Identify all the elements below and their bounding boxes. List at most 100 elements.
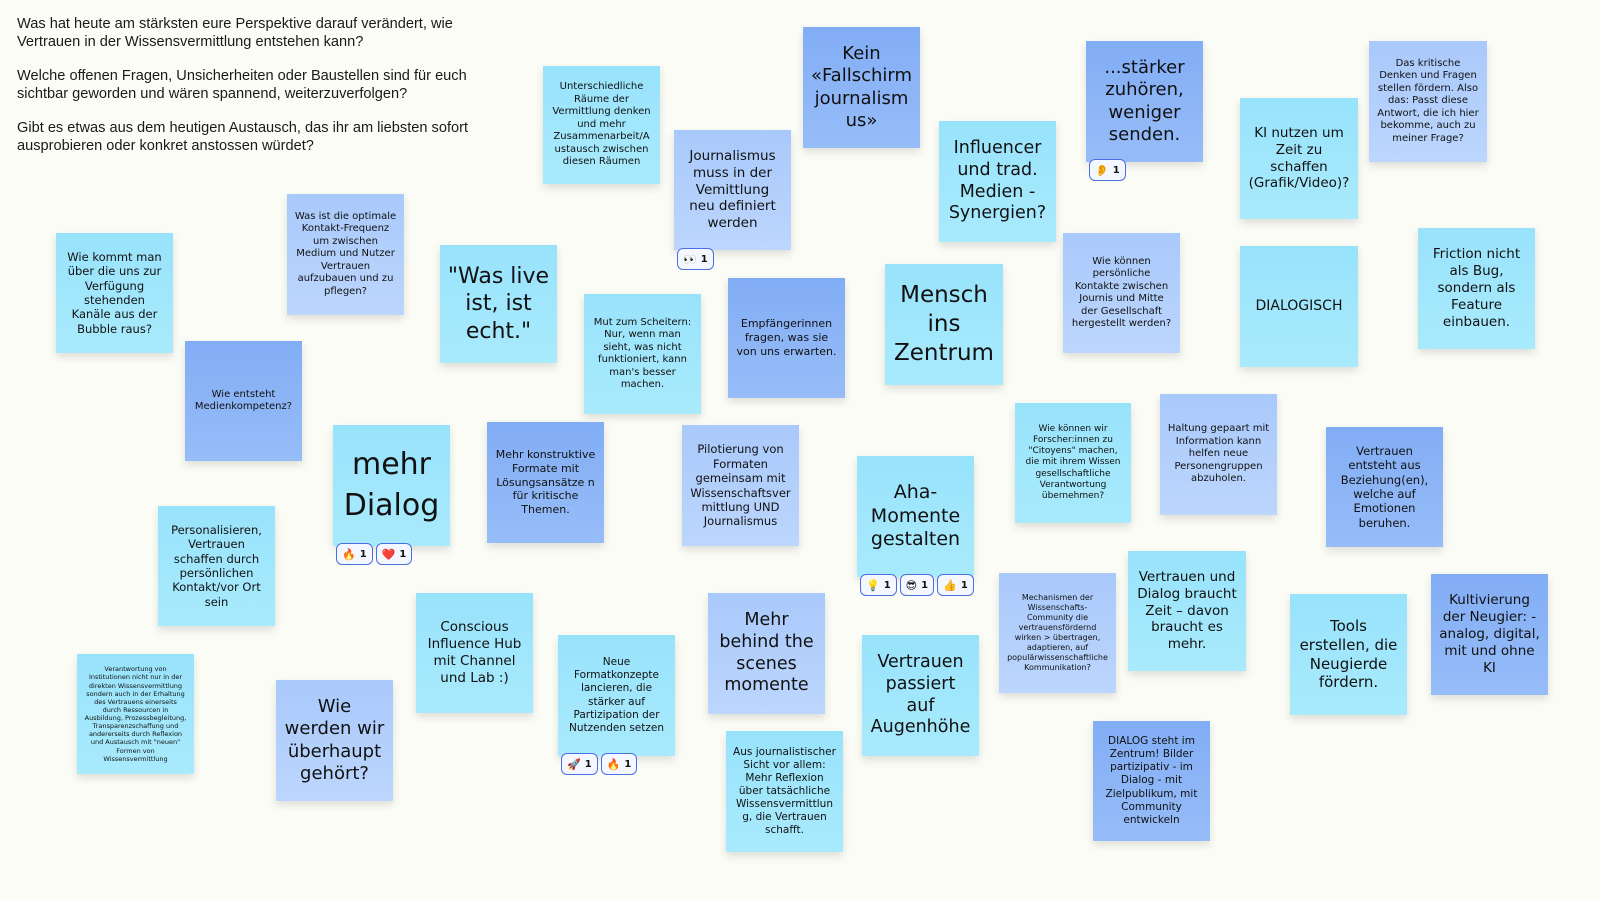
sticky-note[interactable]: Haltung gepaart mit Information kann hel… bbox=[1160, 394, 1277, 515]
note-text: Wie kommt man über die uns zur Verfügung… bbox=[67, 249, 162, 336]
note-text: Unterschiedliche Räume der Vermittlung d… bbox=[552, 81, 651, 168]
note-text: "Was live ist, ist echt." bbox=[447, 263, 550, 344]
sticky-note[interactable]: Vertrauen entsteht aus Beziehung(en), we… bbox=[1326, 427, 1443, 547]
note-text: ...stärker zuhören, weniger senden. bbox=[1104, 56, 1185, 146]
fire-icon: 🔥 bbox=[606, 757, 621, 771]
sticky-note[interactable]: Mensch ins Zentrum bbox=[885, 264, 1003, 385]
sticky-note[interactable]: Friction nicht als Bug, sondern als Feat… bbox=[1418, 228, 1535, 349]
sticky-note[interactable]: Wie kommt man über die uns zur Verfügung… bbox=[56, 233, 173, 353]
rocket-icon: 🚀 bbox=[567, 757, 581, 771]
sticky-note[interactable]: Aha-Momente gestalten bbox=[857, 456, 974, 577]
note-text: Journalismus muss in der Vemittlung neu … bbox=[689, 147, 776, 232]
reaction-bar: 💡1 😎1 👍1 bbox=[860, 574, 974, 596]
sticky-note[interactable]: "Was live ist, ist echt." bbox=[440, 245, 557, 363]
note-text: Was ist die optimale Kontakt-Frequenz um… bbox=[294, 210, 397, 297]
sticky-note[interactable]: Das kritische Denken und Fragen stellen … bbox=[1369, 41, 1487, 162]
reaction-count: 1 bbox=[700, 253, 708, 265]
sticky-note[interactable]: Empfängerinnen fragen, was sie von uns e… bbox=[728, 278, 845, 398]
sticky-note[interactable]: Conscious Influence Hub mit Channel und … bbox=[416, 593, 533, 713]
reaction-bar: 🚀1 🔥1 bbox=[561, 753, 638, 775]
fire-icon: 🔥 bbox=[342, 547, 356, 561]
sticky-note[interactable]: Aus journalistischer Sicht vor allem: Me… bbox=[726, 731, 843, 852]
reaction-thumbs-up[interactable]: 👍1 bbox=[937, 574, 974, 596]
sticky-note[interactable]: Personalisieren, Vertrauen schaffen durc… bbox=[158, 506, 275, 626]
reaction-count: 1 bbox=[624, 758, 632, 770]
sticky-note[interactable]: Unterschiedliche Räume der Vermittlung d… bbox=[543, 66, 660, 184]
reaction-count: 1 bbox=[359, 548, 367, 560]
note-text: DIALOG steht im Zentrum! Bilder partizip… bbox=[1105, 735, 1198, 826]
sticky-note[interactable]: Tools erstellen, die Neugierde fördern. bbox=[1290, 594, 1407, 715]
note-text: Mechanismen der Wissenschafts-Community … bbox=[1007, 593, 1108, 672]
note-text: Empfängerinnen fragen, was sie von uns e… bbox=[736, 317, 837, 358]
prompt-question-1: Was hat heute am stärksten eure Perspekt… bbox=[17, 16, 453, 50]
sticky-note[interactable]: Journalismus muss in der Vemittlung neu … bbox=[674, 130, 791, 250]
sticky-note[interactable]: Was ist die optimale Kontakt-Frequenz um… bbox=[287, 194, 404, 315]
note-text: Das kritische Denken und Fragen stellen … bbox=[1377, 57, 1479, 144]
sticky-note[interactable]: Wie können wir Forscher:innen zu "Citoye… bbox=[1015, 403, 1131, 523]
reaction-bar: 👂1 bbox=[1089, 159, 1126, 181]
note-text: Wie können persönliche Kontakte zwischen… bbox=[1071, 255, 1172, 330]
reaction-count: 1 bbox=[399, 548, 407, 560]
note-text: Mut zum Scheitern: Nur, wenn man sieht, … bbox=[593, 316, 692, 391]
note-text: Personalisieren, Vertrauen schaffen durc… bbox=[171, 522, 262, 609]
sticky-note[interactable]: Wie werden wir überhaupt gehört? bbox=[276, 680, 393, 801]
reaction-ear[interactable]: 👂1 bbox=[1089, 159, 1126, 181]
reaction-fire[interactable]: 🔥1 bbox=[600, 753, 638, 775]
sticky-note[interactable]: Mut zum Scheitern: Nur, wenn man sieht, … bbox=[584, 294, 701, 414]
reaction-eyes[interactable]: 👀1 bbox=[677, 248, 714, 270]
note-text: Pilotierung von Formaten gemeinsam mit W… bbox=[690, 442, 791, 529]
sticky-note[interactable]: Mechanismen der Wissenschafts-Community … bbox=[999, 573, 1116, 693]
sticky-note[interactable]: Mehr konstruktive Formate mit Lösungsans… bbox=[487, 422, 604, 543]
reaction-count: 1 bbox=[883, 579, 891, 591]
reaction-lightbulb[interactable]: 💡1 bbox=[860, 574, 897, 596]
note-text: mehr Dialog bbox=[343, 447, 440, 523]
note-text: Vertrauen und Dialog braucht Zeit – davo… bbox=[1137, 568, 1237, 653]
note-text: Mehr konstruktive Formate mit Lösungsans… bbox=[495, 448, 596, 517]
reaction-sunglasses[interactable]: 😎1 bbox=[899, 574, 935, 596]
reaction-rocket[interactable]: 🚀1 bbox=[561, 753, 598, 775]
sticky-note[interactable]: Kultivierung der Neugier: - analog, digi… bbox=[1431, 574, 1548, 695]
prompt-question-2: Welche offenen Fragen, Unsicherheiten od… bbox=[17, 68, 467, 102]
note-text: Influencer und trad. Medien - Synergien? bbox=[948, 137, 1047, 224]
note-text: Verantwortung von Institutionen nicht nu… bbox=[84, 665, 187, 763]
reaction-count: 1 bbox=[1112, 164, 1120, 176]
sticky-note[interactable]: DIALOGISCH bbox=[1240, 246, 1358, 367]
sticky-note[interactable]: Wie entsteht Medienkompetenz? bbox=[185, 341, 302, 461]
reaction-fire[interactable]: 🔥1 bbox=[336, 543, 373, 565]
heart-icon: ❤️ bbox=[381, 547, 396, 561]
note-text: Tools erstellen, die Neugierde fördern. bbox=[1299, 617, 1398, 692]
sticky-note[interactable]: ...stärker zuhören, weniger senden. bbox=[1086, 41, 1203, 162]
sticky-note[interactable]: KI nutzen um Zeit zu schaffen (Grafik/Vi… bbox=[1240, 98, 1358, 219]
sticky-note[interactable]: Verantwortung von Institutionen nicht nu… bbox=[77, 654, 194, 774]
reaction-bar: 👀1 bbox=[677, 248, 714, 270]
reaction-heart[interactable]: ❤️1 bbox=[375, 543, 413, 565]
sunglasses-face-icon: 😎 bbox=[905, 578, 918, 592]
note-text: Kein «Fallschirm journalism us» bbox=[810, 42, 913, 132]
note-text: Wie werden wir überhaupt gehört? bbox=[284, 695, 385, 785]
sticky-note[interactable]: Mehr behind the scenes momente bbox=[708, 593, 825, 714]
sticky-note[interactable]: Wie können persönliche Kontakte zwischen… bbox=[1063, 233, 1180, 353]
board-prompt: Was hat heute am stärksten eure Perspekt… bbox=[17, 16, 497, 172]
eyes-icon: 👀 bbox=[683, 252, 697, 266]
thumbs-up-icon: 👍 bbox=[943, 578, 957, 592]
note-text: Neue Formatkonzepte lancieren, die stärk… bbox=[568, 656, 665, 734]
note-text: Wie entsteht Medienkompetenz? bbox=[194, 388, 293, 413]
note-text: KI nutzen um Zeit zu schaffen (Grafik/Vi… bbox=[1248, 124, 1350, 192]
prompt-question-3: Gibt es etwas aus dem heutigen Austausch… bbox=[17, 120, 469, 154]
sticky-note[interactable]: mehr Dialog bbox=[333, 425, 450, 546]
sticky-note[interactable]: Vertrauen und Dialog braucht Zeit – davo… bbox=[1128, 551, 1246, 671]
note-text: Wie können wir Forscher:innen zu "Citoye… bbox=[1025, 423, 1121, 502]
note-text: Haltung gepaart mit Information kann hel… bbox=[1167, 423, 1270, 485]
sticky-note[interactable]: Pilotierung von Formaten gemeinsam mit W… bbox=[682, 425, 799, 546]
note-text: Mehr behind the scenes momente bbox=[719, 609, 814, 696]
sticky-note[interactable]: Vertrauen passiert auf Augenhöhe bbox=[862, 635, 979, 756]
note-text: Kultivierung der Neugier: - analog, digi… bbox=[1439, 592, 1540, 676]
sticky-note[interactable]: DIALOG steht im Zentrum! Bilder partizip… bbox=[1093, 721, 1210, 841]
sticky-note[interactable]: Kein «Fallschirm journalism us» bbox=[803, 27, 920, 148]
sticky-note[interactable]: Neue Formatkonzepte lancieren, die stärk… bbox=[558, 635, 675, 756]
sticky-note[interactable]: Influencer und trad. Medien - Synergien? bbox=[939, 121, 1056, 242]
note-text: Vertrauen entsteht aus Beziehung(en), we… bbox=[1340, 443, 1429, 530]
note-text: Conscious Influence Hub mit Channel und … bbox=[427, 619, 522, 686]
note-text: Vertrauen passiert auf Augenhöhe bbox=[870, 651, 971, 738]
reaction-count: 1 bbox=[584, 758, 592, 770]
